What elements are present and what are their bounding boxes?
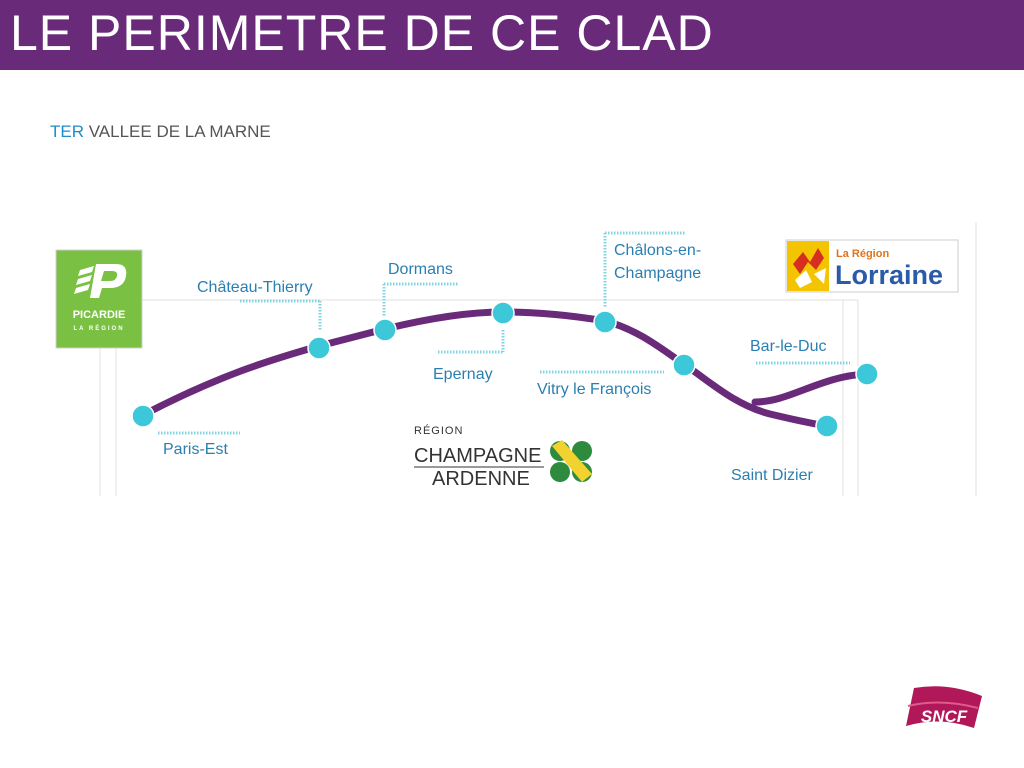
map-frame: [99, 222, 977, 496]
station-label-epernay: Epernay: [433, 366, 493, 383]
station-label-chalons-line2: Champagne: [614, 265, 701, 282]
station-dot-paris-est: [131, 404, 155, 428]
champagne-logo-symbol: [550, 440, 592, 482]
station-label-chateau-thierry: Château-Thierry: [197, 279, 313, 296]
station-label-dormans: Dormans: [388, 261, 453, 278]
sncf-logo: SNCF: [906, 686, 982, 728]
station-label-paris-est: Paris-Est: [163, 441, 228, 458]
station-dot-saint-dizier: [815, 414, 839, 438]
station-label-chalons-line1: Châlons-en-: [614, 242, 701, 259]
page-title: LE PERIMETRE DE CE CLAD: [10, 5, 714, 61]
champagne-logo-small: RÉGION: [414, 424, 463, 437]
sncf-logo-name: SNCF: [921, 707, 968, 726]
title-bar: LE PERIMETRE DE CE CLAD: [0, 0, 1024, 70]
route-branch-bar-le-duc: [751, 370, 871, 406]
champagne-ardenne-logo: RÉGION CHAMPAGNE ARDENNE: [414, 424, 592, 490]
station-dot-dormans: [373, 318, 397, 342]
station-label-saint-dizier: Saint Dizier: [731, 467, 813, 484]
champagne-logo-line2: ARDENNE: [432, 468, 530, 490]
station-dot-chalons: [593, 310, 617, 334]
champagne-logo-line1: CHAMPAGNE: [414, 445, 541, 467]
picardie-logo: PICARDIE LA RÉGION: [55, 249, 143, 349]
station-dot-epernay: [491, 301, 515, 325]
station-dot-bar-le-duc: [855, 362, 879, 386]
picardie-logo-name: PICARDIE: [73, 309, 126, 321]
subtitle-text: VALLEE DE LA MARNE: [88, 122, 271, 141]
station-label-vitry: Vitry le François: [537, 381, 651, 398]
lorraine-logo-name: Lorraine: [835, 260, 943, 290]
station-dot-chateau-thierry: [307, 336, 331, 360]
subtitle: TER VALLEE DE LA MARNE: [50, 122, 271, 142]
leader-lines: [158, 231, 850, 435]
lorraine-logo-small: La Région: [836, 248, 889, 260]
subtitle-prefix: TER: [50, 122, 84, 141]
station-dot-vitry: [672, 353, 696, 377]
station-label-bar-le-duc: Bar-le-Duc: [750, 338, 826, 355]
picardie-logo-sub: LA RÉGION: [73, 324, 124, 332]
station-dots: [131, 301, 879, 438]
lorraine-logo: La Région Lorraine: [785, 239, 959, 293]
